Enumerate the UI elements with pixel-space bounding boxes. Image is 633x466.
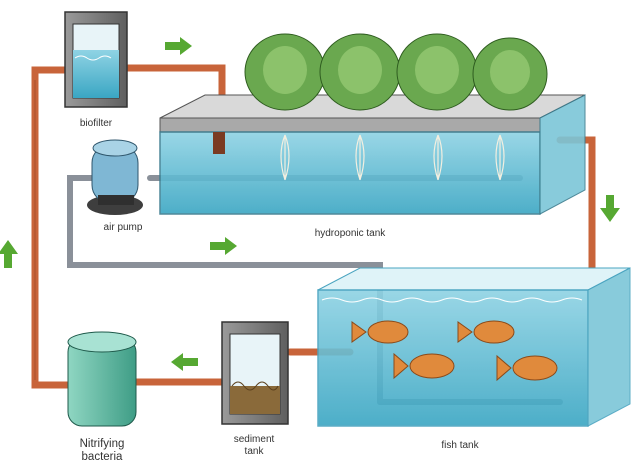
hydroponic-tank-label: hydroponic tank <box>314 228 386 239</box>
nitrifying-label-line2: bacteria <box>81 451 123 464</box>
flow-arrow-icon <box>0 37 620 371</box>
hydroponic-tank <box>159 94 586 215</box>
sediment-tank <box>221 321 289 425</box>
air-pump <box>87 139 143 215</box>
nitrifying-label-line1: Nitrifying <box>79 438 125 450</box>
biofilter <box>64 11 128 108</box>
lettuce-icon <box>244 33 548 111</box>
biofilter-label: biofilter <box>79 118 113 129</box>
fish-tank <box>317 267 631 427</box>
fish-icon <box>351 320 558 382</box>
air-pump-label: air pump <box>103 222 143 233</box>
nitrifying-bacteria-tank <box>67 331 137 427</box>
nitrifying-bacteria-label: Nitrifying bacteria <box>64 438 140 464</box>
sediment-tank-label-line2: tank <box>244 445 264 457</box>
sediment-tank-label-line1: sediment <box>233 434 275 445</box>
fish-tank-label: fish tank <box>441 440 479 451</box>
sediment-tank-label: sediment tank <box>224 434 284 457</box>
